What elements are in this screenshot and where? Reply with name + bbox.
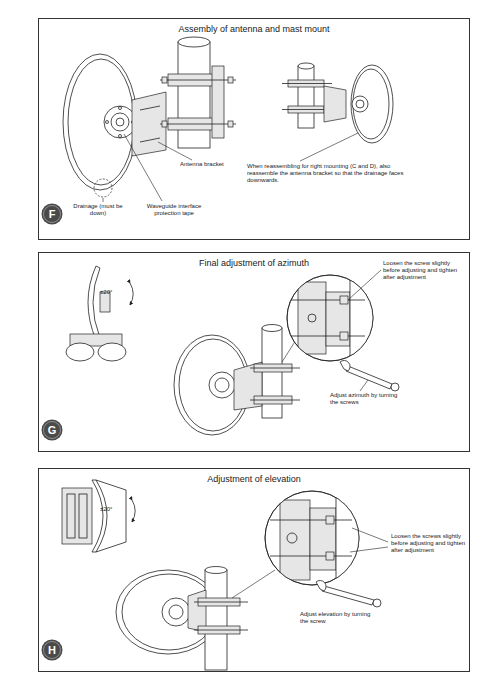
wrench-g <box>340 360 399 391</box>
antenna-assembly-left <box>63 37 236 197</box>
callout-label: Waveguide interface protection tape <box>143 203 205 217</box>
antenna-azimuth-main <box>174 325 300 436</box>
antenna-assembly-right <box>282 63 393 143</box>
callout-label: ±20° <box>100 289 124 296</box>
step-letter-text: H <box>41 639 63 661</box>
callout-label: Antenna bracket <box>180 161 240 168</box>
callout-label: Loosen the screw slightly before adjusti… <box>383 260 461 282</box>
panel-title: Adjustment of elevation <box>39 469 469 484</box>
callout-label: When reassembling for right mounting (C … <box>247 163 409 185</box>
panel-title: Assembly of antenna and mast mount <box>39 19 469 34</box>
callout-label: ±20° <box>100 506 126 513</box>
step-letter: H <box>41 639 63 661</box>
step-letter: F <box>41 203 63 225</box>
step-letter-text: F <box>41 203 63 225</box>
step-letter: G <box>41 419 63 441</box>
callout-label: Adjust elevation by turning the screw <box>300 611 372 625</box>
step-panel: Adjustment of elevationH <box>38 468 470 672</box>
magnified-detail-h <box>265 490 388 590</box>
callout-label: Drainage (must be down) <box>72 203 124 217</box>
step-letter-text: G <box>41 419 63 441</box>
side-view-azimuth <box>66 266 133 361</box>
magnified-detail-g <box>287 270 381 370</box>
top-view-elevation <box>62 480 135 552</box>
callout-label: Loosen the screws slightly before adjust… <box>391 533 467 555</box>
callout-label: Adjust azimuth by turning the screws <box>330 392 400 406</box>
step-panel: Final adjustment of azimuthG <box>38 252 470 452</box>
antenna-elevation-main <box>116 567 275 671</box>
wrench-h <box>316 580 381 607</box>
